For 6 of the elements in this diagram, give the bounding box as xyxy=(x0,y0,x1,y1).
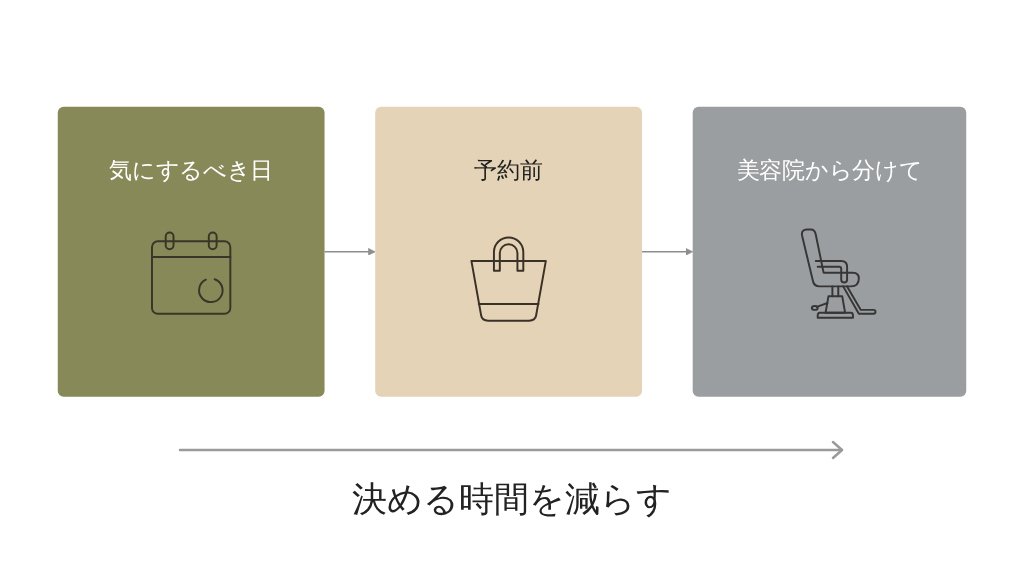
arrow xyxy=(641,248,693,256)
arrow xyxy=(323,248,376,256)
step-title: 予約前 xyxy=(474,157,543,183)
step-title: 気にするべき日 xyxy=(109,157,274,183)
step-title: 美容院から分けて xyxy=(736,157,923,183)
caption: 決める時間を減らす xyxy=(352,479,672,518)
